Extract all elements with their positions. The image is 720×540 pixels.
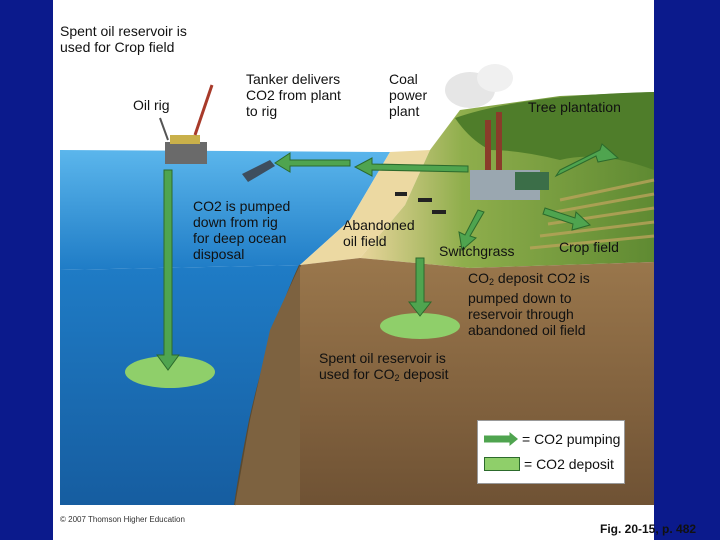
label-co2-pumped: CO2 is pumped down from rig for deep oce… xyxy=(193,198,290,262)
legend-label-pumping: = CO2 pumping xyxy=(522,431,620,447)
label-switchgrass: Switchgrass xyxy=(439,243,514,259)
legend-swatch-deposit xyxy=(484,457,520,471)
label-tree-plantation: Tree plantation xyxy=(528,99,621,115)
label-oil-rig: Oil rig xyxy=(133,97,170,113)
label-co2-deposit-pumped: CO2 deposit CO2 is pumped down to reserv… xyxy=(468,270,590,338)
copyright-text: © 2007 Thomson Higher Education xyxy=(60,515,185,524)
legend: = CO2 pumping = CO2 deposit xyxy=(477,420,625,484)
spent-rest: deposit xyxy=(400,366,449,382)
label-tanker: Tanker delivers CO2 from plant to rig xyxy=(246,71,341,119)
co2-prefix: CO xyxy=(468,270,489,286)
legend-label-deposit: = CO2 deposit xyxy=(524,456,614,472)
legend-row-deposit: = CO2 deposit xyxy=(484,456,614,472)
label-coal-plant: Coal power plant xyxy=(389,71,427,119)
label-crop-field: Crop field xyxy=(559,239,619,255)
legend-row-pumping: = CO2 pumping xyxy=(484,431,620,447)
label-abandoned-field: Abandoned oil field xyxy=(343,217,415,249)
land-co2-deposit xyxy=(380,313,460,339)
legend-swatch-pumping xyxy=(484,432,518,446)
label-spent-reservoir-co2: Spent oil reservoir is used for CO2 depo… xyxy=(319,350,449,386)
label-spent-reservoir-crop: Spent oil reservoir is used for Crop fie… xyxy=(60,23,187,55)
figure-reference: Fig. 20-15, p. 482 xyxy=(600,522,696,536)
